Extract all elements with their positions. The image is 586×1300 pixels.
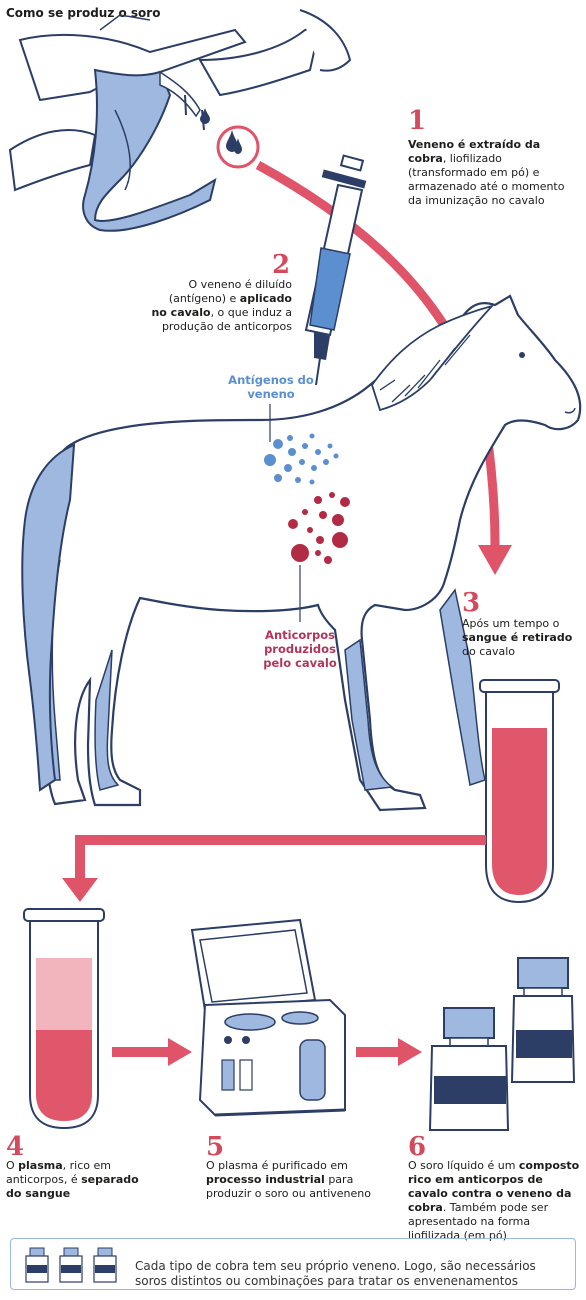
centrifuge-machine-icon bbox=[192, 920, 345, 1115]
step-3-text: Após um tempo o sangue é retirado do cav… bbox=[462, 617, 582, 659]
syringe-icon bbox=[306, 156, 366, 385]
flow-arrowhead-2 bbox=[62, 878, 98, 902]
step-1-text: Veneno é extraído da cobra, liofilizado … bbox=[408, 138, 573, 208]
footer-note: Cada tipo de cobra tem seu próprio venen… bbox=[135, 1259, 565, 1289]
step-1-number: 1 bbox=[408, 108, 426, 134]
step-4-text: O plasma, rico em anticorpos, é separado… bbox=[6, 1159, 156, 1201]
footer-note-box: Cada tipo de cobra tem seu próprio venen… bbox=[10, 1238, 576, 1290]
test-tube-icon bbox=[480, 680, 559, 902]
step-5-text: O plasma é purificado em processo indust… bbox=[206, 1159, 384, 1201]
antibodies-label: Anticorpos produzidos pelo cavalo bbox=[256, 628, 344, 670]
flow-arrowhead-1 bbox=[478, 545, 512, 575]
step-5-number: 5 bbox=[206, 1134, 224, 1160]
serum-vial-icon bbox=[430, 958, 574, 1130]
plasma-tube-icon bbox=[24, 909, 104, 1128]
snake-head-icon bbox=[10, 10, 350, 231]
step-6-number: 6 bbox=[408, 1134, 426, 1160]
step-2-text: O veneno é diluído (antígeno) e aplicado… bbox=[150, 278, 292, 334]
step-6-text: O soro líquido é um composto rico em ant… bbox=[408, 1159, 584, 1243]
step-3-number: 3 bbox=[462, 590, 480, 616]
step-2-number: 2 bbox=[272, 252, 290, 278]
step-4-number: 4 bbox=[6, 1134, 24, 1160]
antigens-label: Antígenos do veneno bbox=[226, 373, 316, 401]
venom-drop-icon bbox=[200, 108, 258, 167]
flow-arrow-2 bbox=[80, 840, 486, 880]
